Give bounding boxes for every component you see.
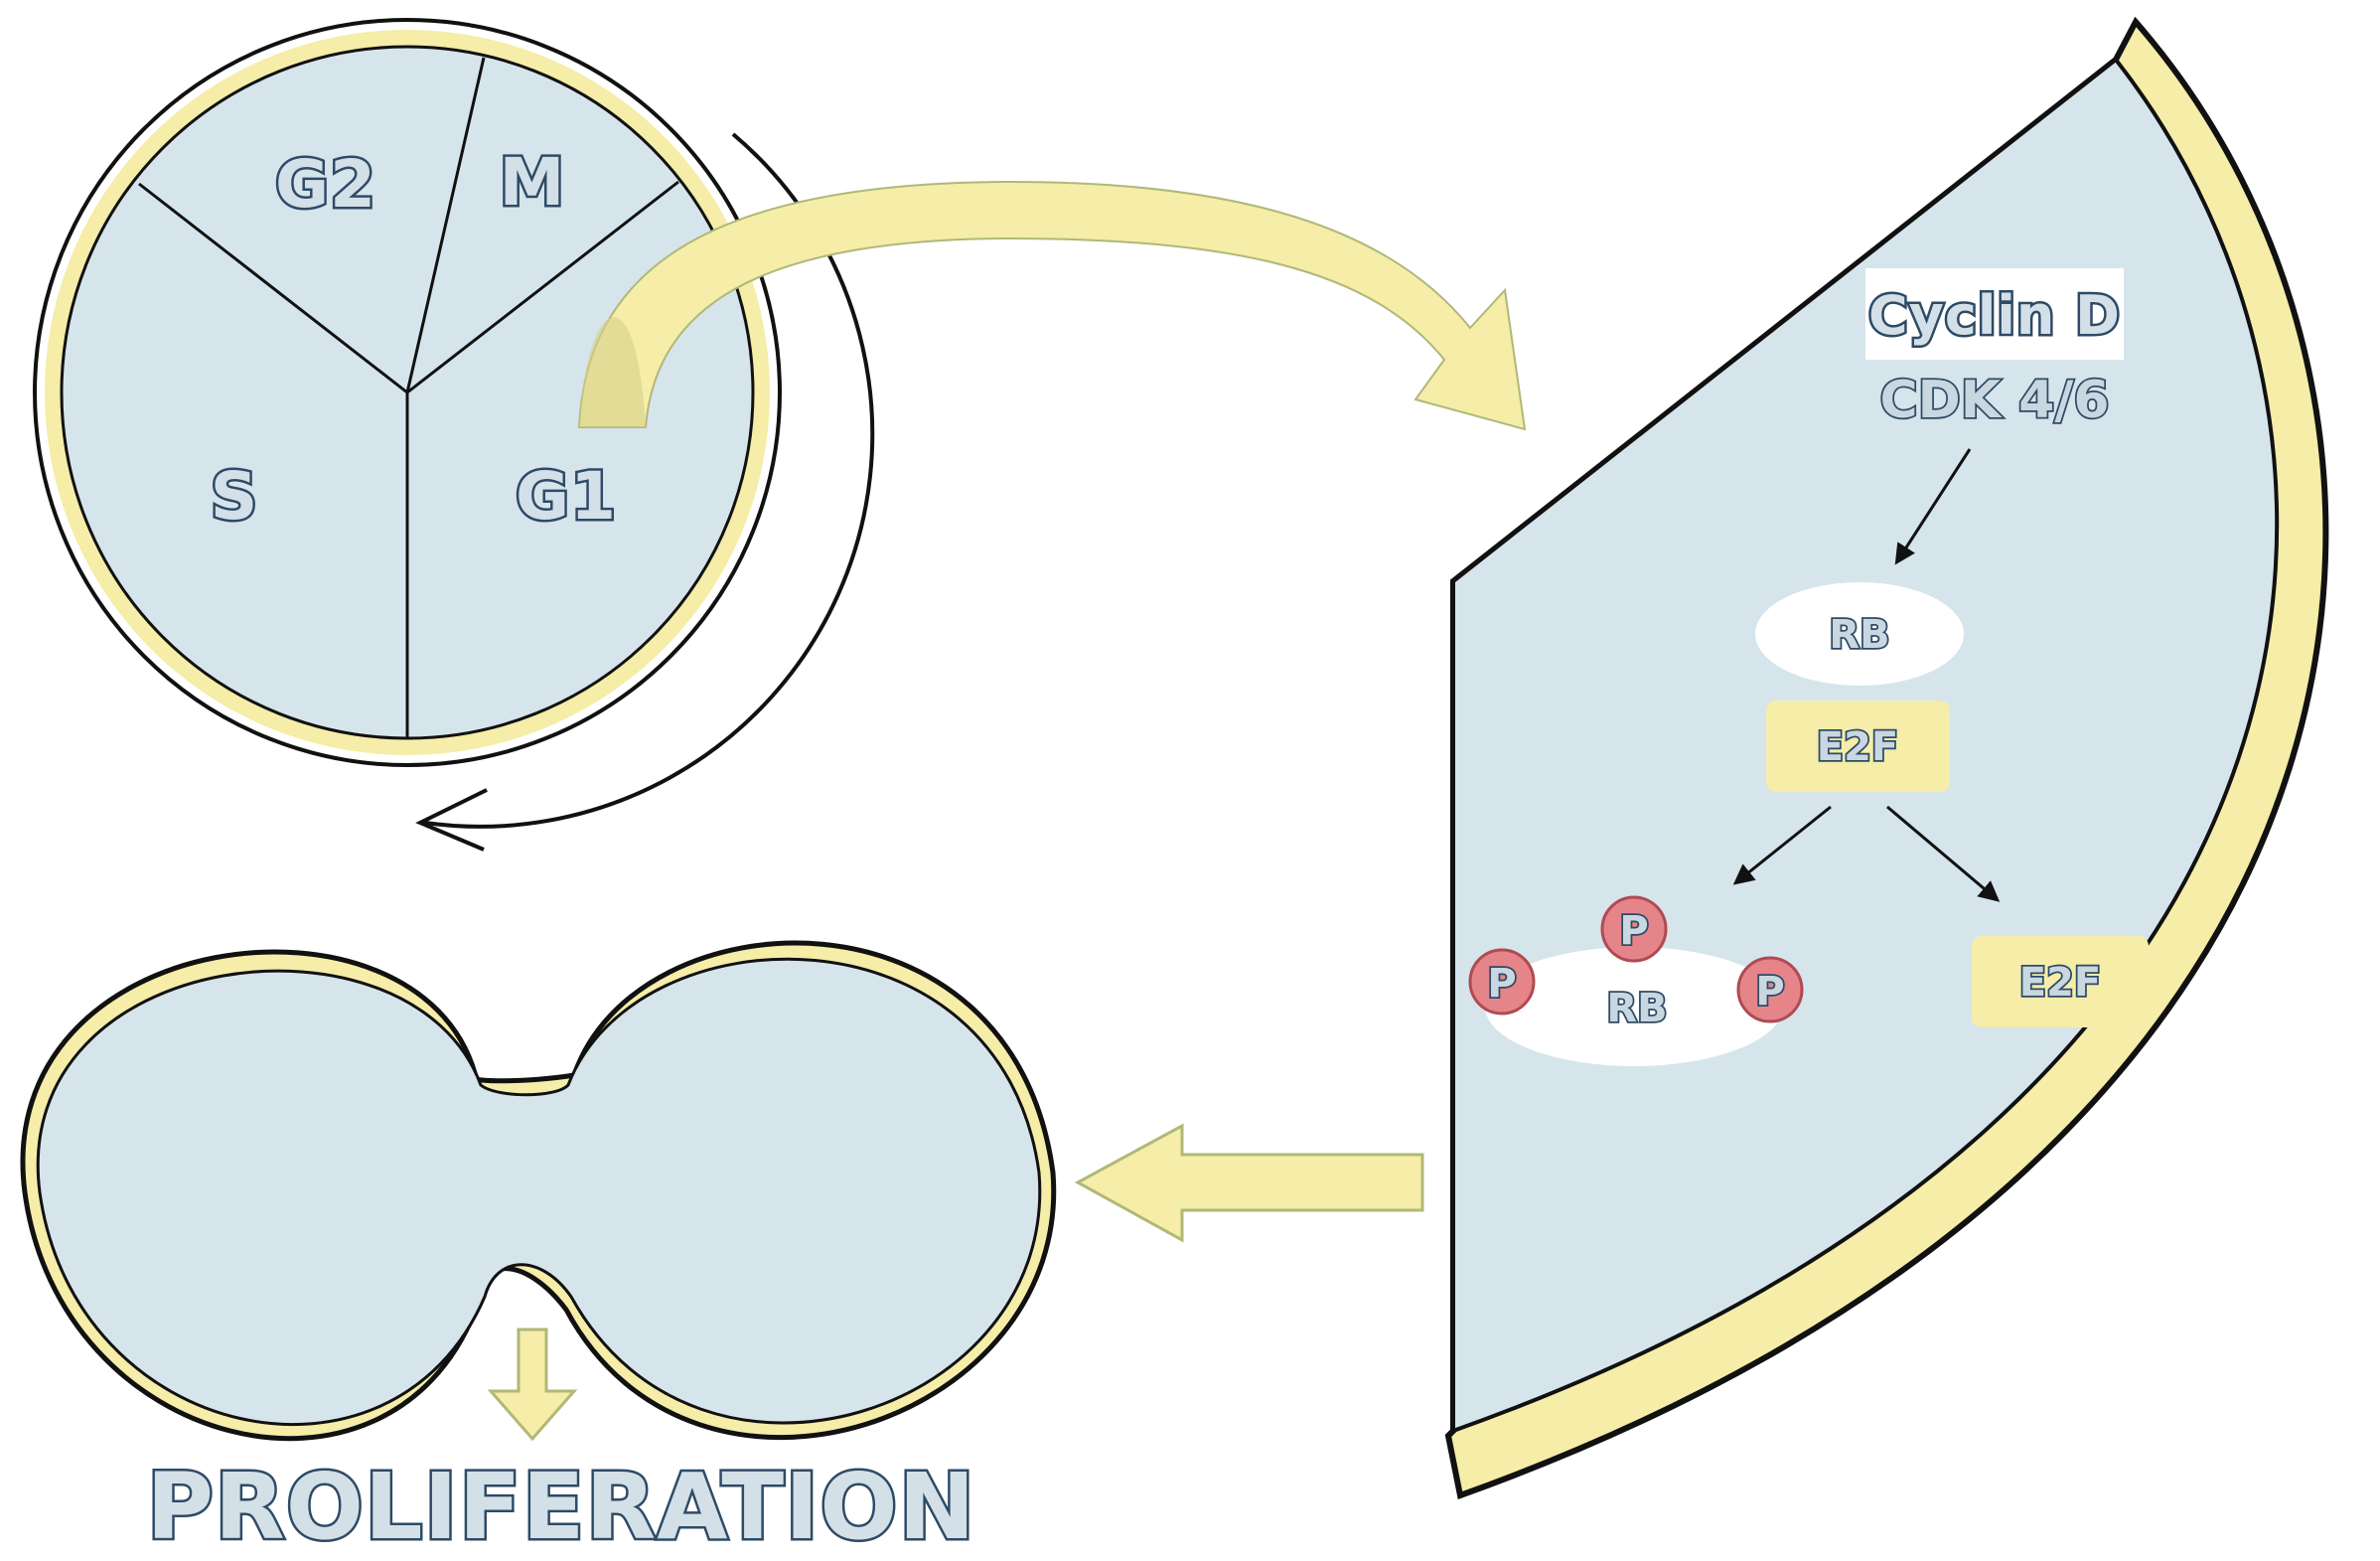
e2f-bound-box	[1766, 701, 1950, 792]
phosphate-group-right: P	[1736, 956, 1804, 1023]
phase-divider-g2-m	[405, 57, 486, 393]
proliferation-label: PROLIFERATION	[146, 1454, 975, 1560]
cyclin-d-label: Cyclin D	[1868, 284, 2121, 347]
phosphate-group-top: P	[1600, 895, 1668, 963]
rb-phosphorylated-ellipse	[1485, 947, 1783, 1066]
arrow-to-e2f-free	[1886, 805, 2001, 902]
e2f-free-label: E2F	[2019, 960, 2101, 1006]
phase-label-g2: G2	[275, 146, 376, 223]
e2f-bound-label: E2F	[1817, 724, 1898, 770]
cycle-direction-arrow	[424, 132, 875, 829]
phosphate-group-left: P	[1468, 948, 1536, 1015]
zoom-curved-arrow	[577, 180, 1527, 431]
proliferation-block-arrow	[1074, 1123, 1424, 1243]
svg-text:P: P	[1755, 969, 1784, 1015]
rb-bound-ellipse	[1755, 582, 1964, 686]
phase-label-g1: G1	[516, 458, 617, 535]
phase-label-m: M	[500, 144, 566, 221]
phase-label-s: S	[211, 458, 259, 535]
cell-cycle-circle	[33, 18, 782, 767]
svg-text:P: P	[1487, 961, 1516, 1007]
cyclin-d-box	[1865, 268, 2124, 360]
arrow-cdk-to-rb	[1894, 448, 1972, 565]
dividing-cell	[20, 940, 1057, 1442]
down-arrow	[487, 1327, 578, 1442]
cdk-label: CDK 4/6	[1879, 371, 2109, 430]
svg-text:P: P	[1619, 908, 1648, 954]
rb-bound-label: RB	[1829, 612, 1889, 658]
rb-phosphorylated-label: RB	[1606, 986, 1667, 1031]
phase-divider-s-g2	[138, 182, 408, 394]
cycle-direction-arrowhead	[415, 788, 488, 852]
arrow-to-rb-phosphorylated	[1732, 805, 1832, 885]
phase-divider-m-g1	[406, 180, 679, 394]
e2f-free-box	[1972, 936, 2149, 1027]
